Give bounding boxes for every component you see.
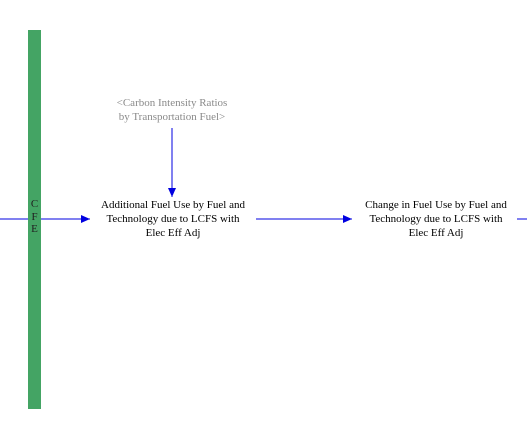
shadow-var-line1: <Carbon Intensity Ratios bbox=[116, 97, 228, 109]
variable-additional-fuel-use[interactable]: Additional Fuel Use by Fuel and Technolo… bbox=[88, 198, 258, 240]
cfe-bar-label: C F E bbox=[28, 198, 41, 236]
change-line1: Change in Fuel Use by Fuel and bbox=[365, 199, 507, 211]
bar-letter-c: C bbox=[30, 198, 39, 210]
additional-line2: Technology due to LCFS with bbox=[106, 213, 240, 225]
change-line3: Elec Eff Adj bbox=[408, 227, 464, 239]
shadow-var-line2: by Transportation Fuel> bbox=[118, 111, 226, 123]
shadow-variable-carbon-intensity[interactable]: <Carbon Intensity Ratios by Transportati… bbox=[92, 96, 252, 124]
bar-letter-f: F bbox=[31, 210, 38, 223]
cfe-sector-bar bbox=[28, 30, 41, 409]
change-line2: Technology due to LCFS with bbox=[369, 213, 503, 225]
variable-change-in-fuel-use[interactable]: Change in Fuel Use by Fuel and Technolog… bbox=[351, 198, 521, 240]
additional-line1: Additional Fuel Use by Fuel and bbox=[101, 199, 245, 211]
additional-line3: Elec Eff Adj bbox=[145, 227, 201, 239]
bar-letter-e: E bbox=[31, 223, 38, 235]
